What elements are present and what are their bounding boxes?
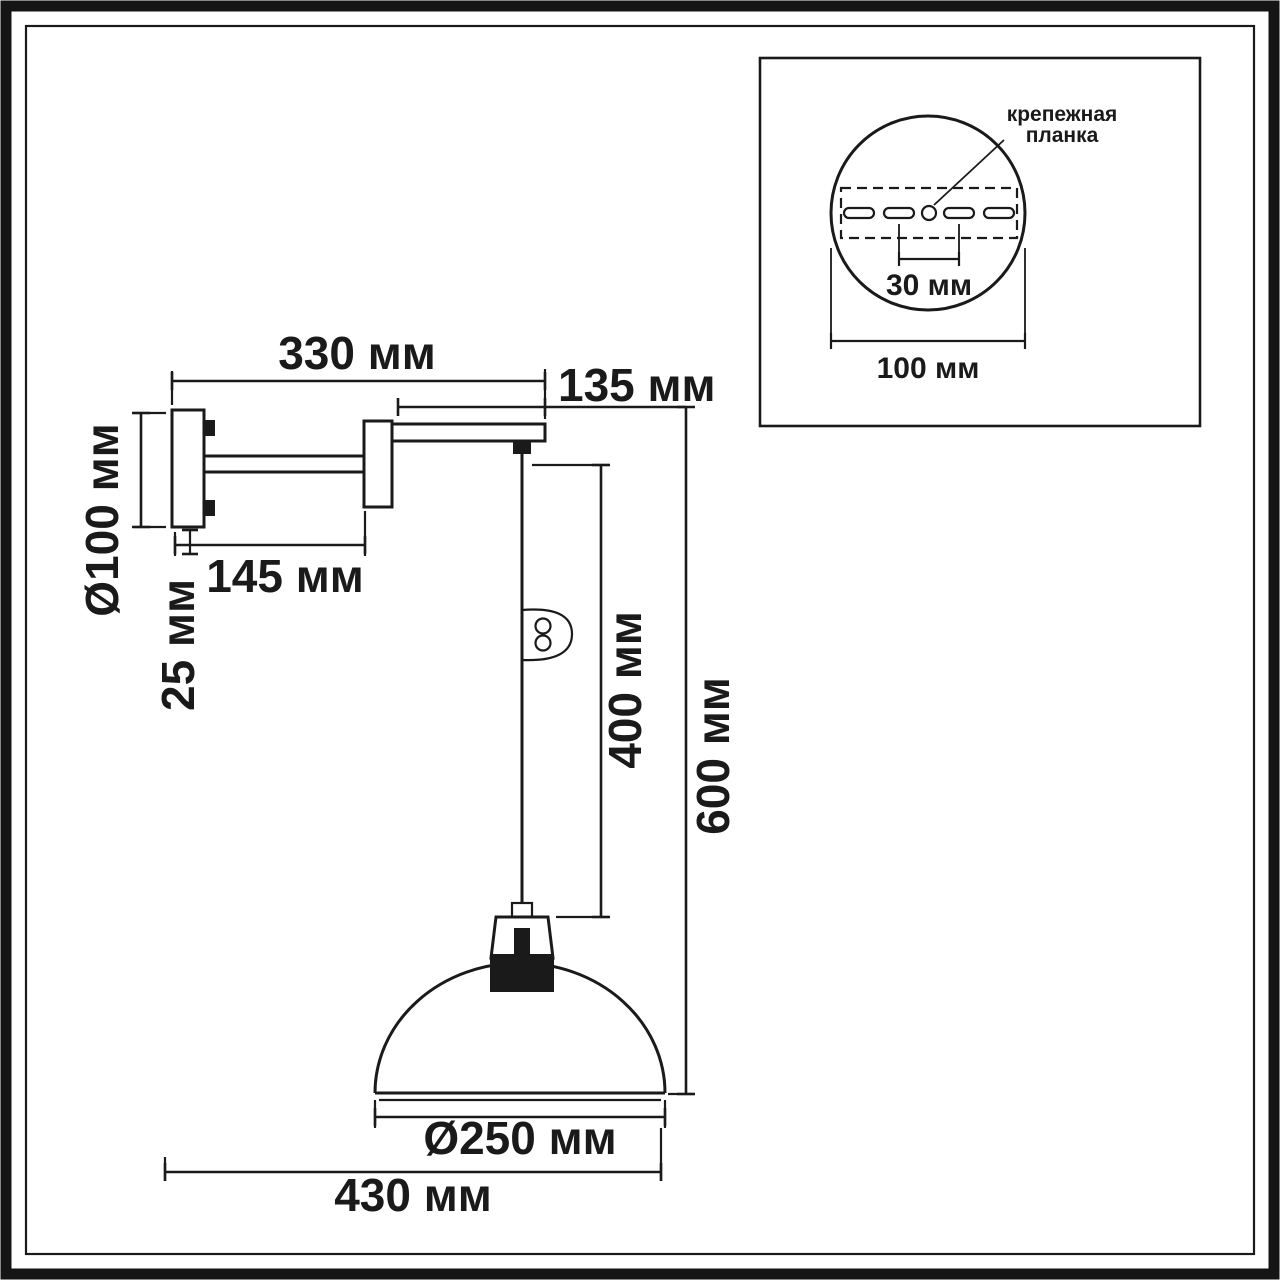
wall-plate [170, 408, 206, 529]
shade-connector [510, 901, 534, 919]
cord-hanger [513, 441, 531, 454]
dimension-430: 430 мм [163, 1128, 663, 1221]
bracket-slot-2 [882, 206, 916, 220]
dim-430-label: 430 мм [334, 1169, 492, 1221]
socket-detail [514, 928, 530, 956]
lower-arm [202, 454, 370, 474]
dimensions: 330 мм 135 мм Ø100 мм 145 мм [76, 327, 739, 1221]
dimension-145: 145 мм [173, 511, 367, 602]
cord-clamp-ring-bottom [534, 634, 552, 652]
dim-145-label: 145 мм [206, 550, 364, 602]
callout-label-line2: планка [1026, 124, 1099, 147]
dimension-400: 400 мм [532, 463, 651, 919]
bracket-center-hole [920, 204, 938, 222]
dim-25-label: 25 мм [152, 579, 204, 711]
inner-frame [24, 24, 1256, 1256]
bracket-slot-4 [982, 206, 1016, 220]
cord-loop [521, 608, 574, 662]
dim-135-label: 135 мм [558, 359, 716, 411]
cord-clamp-ring-top [534, 617, 552, 635]
bracket-slot-3 [942, 206, 976, 220]
dim-100-label: 100 мм [877, 352, 980, 385]
dim-30-label: 30 мм [886, 269, 972, 302]
callout-leader-line [933, 139, 1005, 206]
dimension-135: 135 мм [396, 359, 716, 416]
dimension-100: 100 мм [829, 248, 1027, 385]
dimension-600: 600 мм [668, 405, 739, 1096]
dim-d100-label: Ø100 мм [76, 423, 128, 616]
mounting-bracket-outline [839, 186, 1019, 240]
dim-330-label: 330 мм [278, 327, 436, 379]
dimension-d100: Ø100 мм [76, 411, 166, 617]
dimension-330: 330 мм [170, 327, 547, 419]
dim-400-label: 400 мм [599, 611, 651, 769]
shade-holder-band [490, 954, 554, 992]
dim-600-label: 600 мм [687, 677, 739, 835]
mount-tab-bottom [204, 500, 215, 516]
callout-label-line1: крепежная [1007, 103, 1118, 126]
wall-lamp-drawing [170, 408, 667, 1102]
dim-d250-label: Ø250 мм [423, 1112, 616, 1164]
mount-tab-top [204, 420, 215, 436]
bracket-slot-1 [842, 206, 876, 220]
dimension-d250: Ø250 мм [373, 1100, 667, 1164]
upper-arm [390, 422, 547, 443]
dimension-30: 30 мм [886, 224, 972, 302]
mounting-plate-inset: крепежная планка 30 мм 100 мм [758, 56, 1202, 428]
arm-joint [362, 419, 394, 509]
dimension-25: 25 мм [152, 528, 204, 711]
